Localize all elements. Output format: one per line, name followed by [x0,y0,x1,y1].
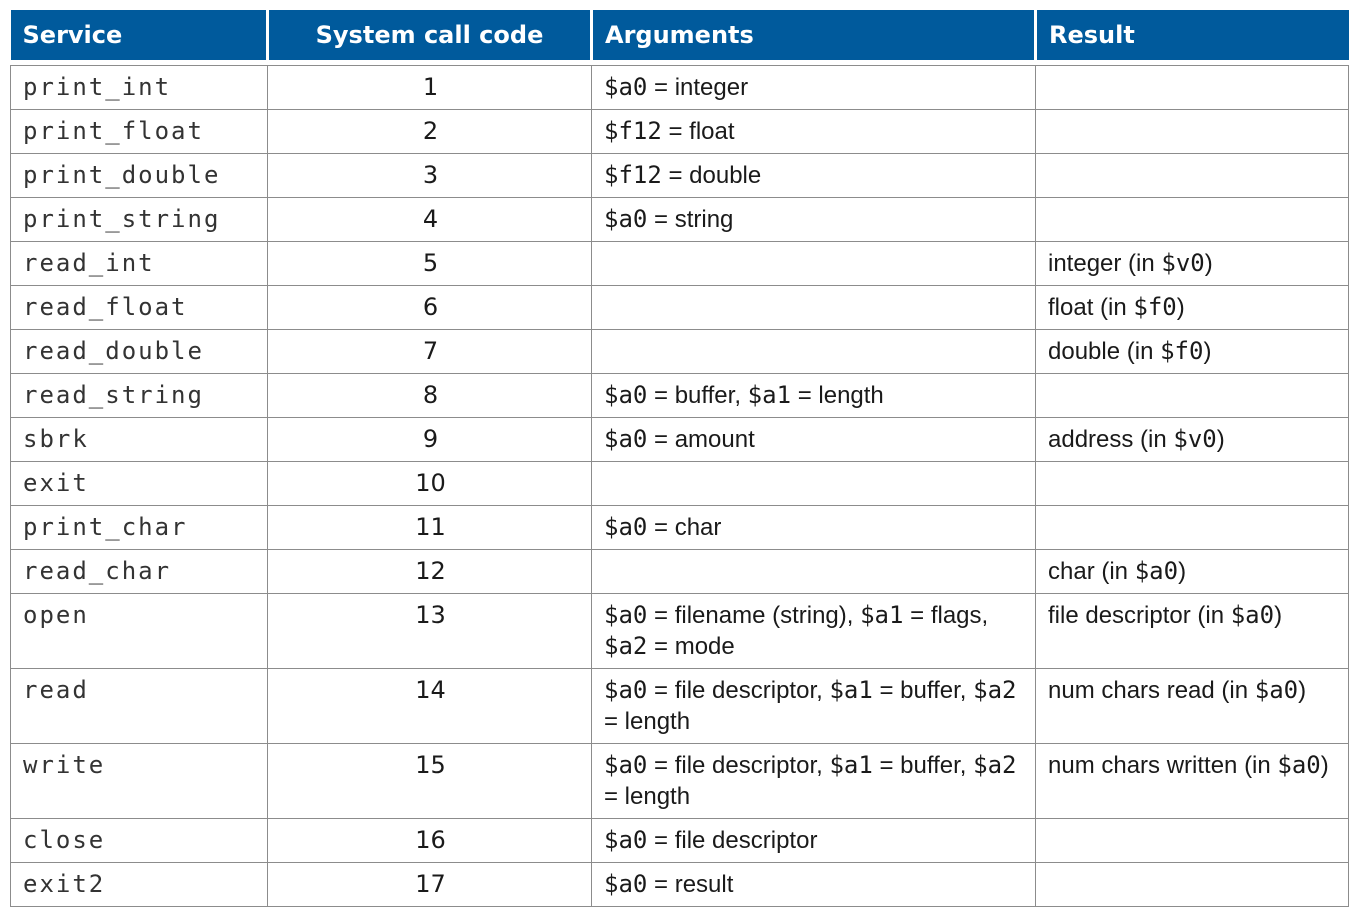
result-cell [1035,461,1349,506]
code-cell: 6 [267,285,592,330]
result-cell: address (in $v0) [1035,417,1349,462]
result-cell: integer (in $v0) [1035,241,1349,286]
result-cell [1035,818,1349,863]
arguments-cell: $a0 = integer [591,65,1036,110]
service-cell: read_float [10,285,268,330]
result-cell [1035,153,1349,198]
syscall-table-container: Service System call code Arguments Resul… [10,10,1349,907]
arguments-cell: $f12 = float [591,109,1036,154]
header-result: Result [1034,10,1349,60]
result-cell [1035,505,1349,550]
arguments-cell: $a0 = buffer, $a1 = length [591,373,1036,418]
code-cell: 4 [267,197,592,242]
result-cell: double (in $f0) [1035,329,1349,374]
code-cell: 13 [267,593,592,669]
service-cell: exit [10,461,268,506]
header-arguments: Arguments [590,10,1036,60]
header-code: System call code [266,10,592,60]
result-cell: char (in $a0) [1035,549,1349,594]
arguments-cell [591,549,1036,594]
code-cell: 17 [267,862,592,907]
code-cell: 7 [267,329,592,374]
service-cell: read [10,668,268,744]
arguments-cell: $a0 = result [591,862,1036,907]
code-cell: 5 [267,241,592,286]
code-cell: 11 [267,505,592,550]
arguments-cell: $a0 = filename (string), $a1 = flags, $a… [591,593,1036,669]
header-row: Service System call code Arguments Resul… [10,10,1349,60]
result-cell: num chars read (in $a0) [1035,668,1349,744]
result-cell: float (in $f0) [1035,285,1349,330]
service-cell: close [10,818,268,863]
service-cell: print_string [10,197,268,242]
arguments-cell [591,285,1036,330]
table-header: Service System call code Arguments Resul… [10,10,1349,60]
header-service: Service [10,10,268,60]
code-cell: 15 [267,743,592,819]
service-cell: sbrk [10,417,268,462]
result-cell [1035,65,1349,110]
service-cell: write [10,743,268,819]
service-cell: read_double [10,329,268,374]
service-cell: print_char [10,505,268,550]
service-cell: open [10,593,268,669]
code-cell: 9 [267,417,592,462]
result-cell [1035,197,1349,242]
arguments-cell: $a0 = char [591,505,1036,550]
arguments-cell [591,329,1036,374]
code-cell: 1 [267,65,592,110]
code-cell: 12 [267,549,592,594]
code-cell: 10 [267,461,592,506]
result-cell [1035,862,1349,907]
result-cell [1035,109,1349,154]
code-cell: 2 [267,109,592,154]
arguments-cell [591,461,1036,506]
arguments-cell: $f12 = double [591,153,1036,198]
result-cell: num chars written (in $a0) [1035,743,1349,819]
result-cell [1035,373,1349,418]
code-cell: 14 [267,668,592,744]
service-cell: print_float [10,109,268,154]
service-cell: print_int [10,65,268,110]
service-cell: print_double [10,153,268,198]
arguments-cell: $a0 = amount [591,417,1036,462]
code-cell: 16 [267,818,592,863]
code-cell: 3 [267,153,592,198]
service-cell: read_int [10,241,268,286]
service-cell: exit2 [10,862,268,907]
service-cell: read_char [10,549,268,594]
arguments-cell: $a0 = file descriptor, $a1 = buffer, $a2… [591,743,1036,819]
syscall-table: Service System call code Arguments Resul… [10,10,1349,907]
arguments-cell: $a0 = string [591,197,1036,242]
arguments-cell: $a0 = file descriptor, $a1 = buffer, $a2… [591,668,1036,744]
code-cell: 8 [267,373,592,418]
service-cell: read_string [10,373,268,418]
arguments-cell: $a0 = file descriptor [591,818,1036,863]
arguments-cell [591,241,1036,286]
result-cell: file descriptor (in $a0) [1035,593,1349,669]
